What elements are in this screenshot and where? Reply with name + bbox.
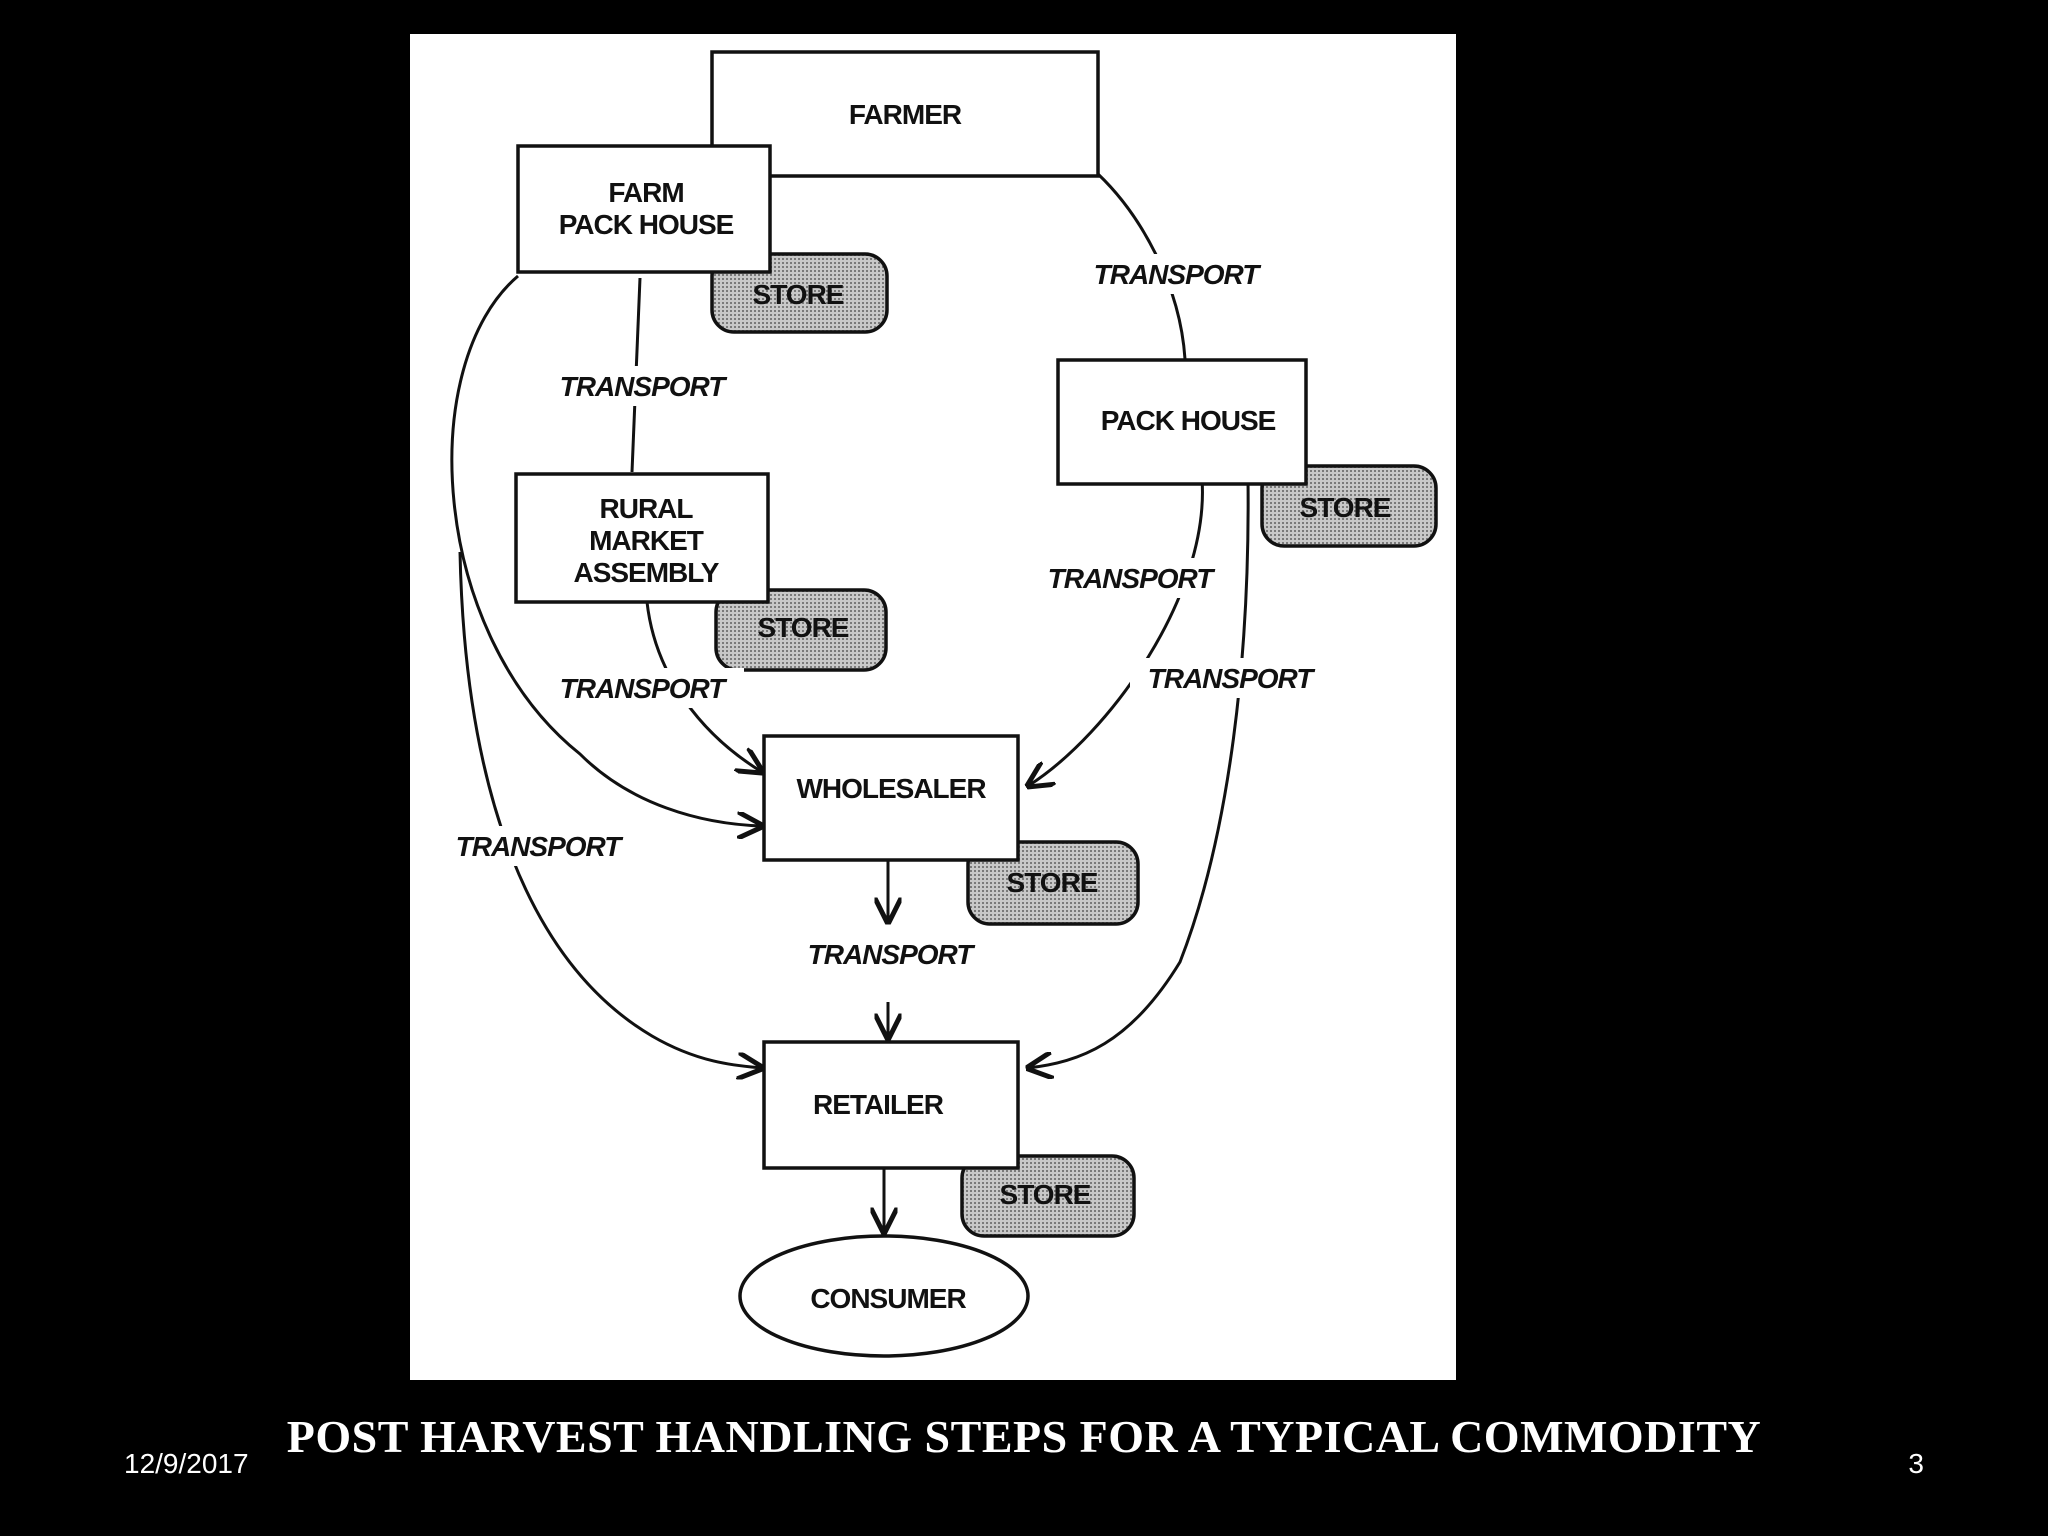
node-rural-market-assembly-box <box>514 472 770 604</box>
transport-label-rural-market-to-wholesaler: TRANSPORT <box>560 673 729 704</box>
node-wholesaler-box <box>762 734 1020 862</box>
edges <box>450 172 1250 1232</box>
store-label-wholesaler: STORE <box>1007 867 1098 898</box>
node-consumer-ellipse <box>738 1234 1030 1358</box>
store-tag-wholesaler <box>966 840 1140 926</box>
transport-label-wholesaler-to-retailer: TRANSPORT <box>808 939 977 970</box>
node-rural-market-label-line2: MARKET <box>589 525 704 556</box>
node-farm-pack-house-label-line1: FARM <box>608 177 683 208</box>
node-pack-house-box <box>1056 358 1308 486</box>
post-harvest-flow-diagram: STORE STORE STORE STORE STORE FARMER FAR… <box>440 50 1438 1358</box>
transport-label-pack-house-to-retailer: TRANSPORT <box>1148 663 1317 694</box>
edge-farmer-to-pack-house <box>1096 172 1187 360</box>
transport-label-farm-pack-house-to-rural-market: TRANSPORT <box>560 371 729 402</box>
transport-label-rural-market-to-retailer: TRANSPORT <box>456 831 625 862</box>
store-tag-pack-house <box>1260 464 1438 548</box>
nodes: FARMER FARM PACK HOUSE PACK HOUSE RURAL … <box>514 50 1308 1358</box>
slide-caption: POST HARVEST HANDLING STEPS FOR A TYPICA… <box>286 1411 1762 1462</box>
node-pack-house-label: PACK HOUSE <box>1101 405 1276 436</box>
slide-number: 3 <box>1908 1448 1924 1479</box>
diagram-panel: STORE STORE STORE STORE STORE FARMER FAR… <box>410 34 1456 1380</box>
edge-pack-house-to-retailer <box>1028 478 1250 1068</box>
store-tags: STORE STORE STORE STORE STORE <box>710 252 1438 1238</box>
node-wholesaler-label: WHOLESALER <box>796 773 986 804</box>
node-rural-market-label-line1: RURAL <box>600 493 694 524</box>
slide-date: 12/9/2017 <box>124 1448 249 1479</box>
edge-farm-pack-house-to-wholesaler <box>450 274 762 826</box>
node-farm-pack-house-label-line2: PACK HOUSE <box>559 209 734 240</box>
store-tag-rural-market <box>714 588 888 672</box>
node-retailer-box <box>762 1040 1020 1170</box>
node-rural-market-label-line3: ASSEMBLY <box>573 557 719 588</box>
store-tag-retailer <box>960 1154 1136 1238</box>
node-consumer-label: CONSUMER <box>810 1283 966 1314</box>
store-label-farm-pack-house: STORE <box>753 279 844 310</box>
store-label-retailer: STORE <box>1000 1179 1091 1210</box>
edge-rural-market-to-retailer <box>458 551 762 1068</box>
store-label-rural-market: STORE <box>758 612 849 643</box>
node-retailer-label: RETAILER <box>813 1089 944 1120</box>
node-farm-pack-house-box <box>516 144 772 274</box>
node-farmer-box <box>710 50 1100 178</box>
transport-labels: TRANSPORT TRANSPORT TRANSPORT TRANSPORT … <box>440 254 1330 974</box>
transport-label-pack-house-to-wholesaler: TRANSPORT <box>1048 563 1217 594</box>
edge-pack-house-to-wholesaler <box>1028 478 1204 786</box>
store-label-pack-house: STORE <box>1300 492 1391 523</box>
transport-label-farmer-to-pack-house: TRANSPORT <box>1094 259 1263 290</box>
node-farmer-label: FARMER <box>849 99 962 130</box>
